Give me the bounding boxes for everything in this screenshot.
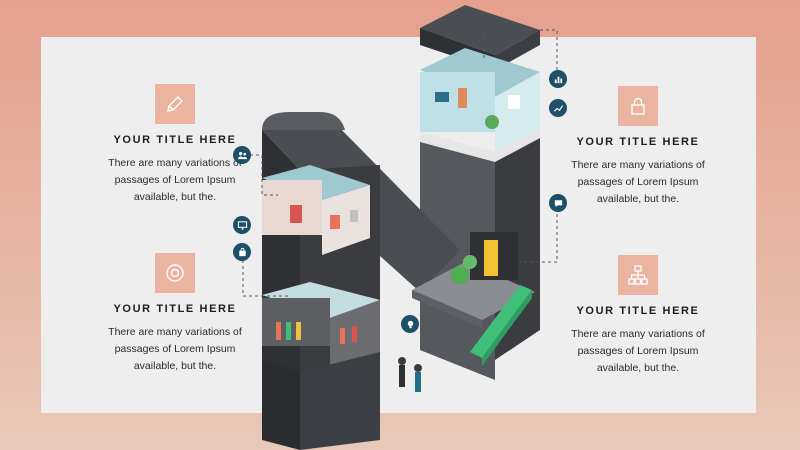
users-icon [233,146,251,164]
feature-card-4: YOUR TITLE HERE There are many variation… [553,255,723,377]
card-title: YOUR TITLE HERE [576,136,700,148]
line-chart-icon [549,99,567,117]
card-title: YOUR TITLE HERE [576,305,700,317]
monitor-icon [233,216,251,234]
card-title: YOUR TITLE HERE [113,134,237,146]
org-chart-icon [618,255,658,295]
feature-card-1: YOUR TITLE HERE There are many variation… [90,84,260,206]
feature-card-2: YOUR TITLE HERE There are many variation… [90,253,260,375]
card-title: YOUR TITLE HERE [113,303,237,315]
lock-icon [618,86,658,126]
chat-icon [549,194,567,212]
card-body: There are many variations of passages of… [108,326,242,372]
lightbulb-icon [401,315,419,333]
feature-card-3: YOUR TITLE HERE There are many variation… [553,86,723,208]
card-body: There are many variations of passages of… [108,157,242,203]
lifebuoy-icon [155,253,195,293]
bar-chart-icon [549,70,567,88]
bag-icon [233,243,251,261]
card-body: There are many variations of passages of… [571,159,705,205]
card-body: There are many variations of passages of… [571,328,705,374]
pencil-icon [155,84,195,124]
